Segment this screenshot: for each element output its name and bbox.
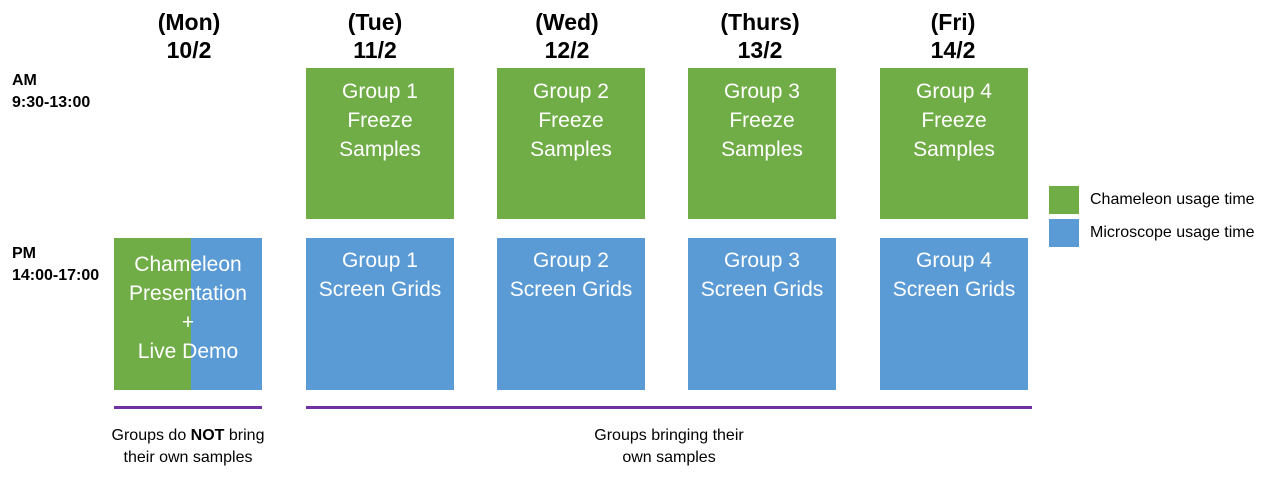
chameleon-portion <box>114 238 191 390</box>
day-header-fri: (Fri) 14/2 <box>873 8 1033 64</box>
session-group: Group 2 <box>533 80 609 103</box>
day-name: (Thurs) <box>720 9 800 35</box>
slot-name: PM <box>12 245 36 262</box>
session-line: Samples <box>721 138 803 161</box>
legend-label-microscope: Microscope usage time <box>1090 224 1255 241</box>
bracket-no-samples <box>114 406 262 409</box>
session-group: Group 1 <box>342 249 418 272</box>
note-emphasis: NOT <box>190 427 225 444</box>
note-line-2: own samples <box>622 449 716 466</box>
day-date: 14/2 <box>930 37 976 63</box>
microscope-portion <box>191 238 262 390</box>
day-date: 10/2 <box>166 37 212 63</box>
slot-label-am: AM 9:30-13:00 <box>12 70 90 114</box>
day-header-thurs: (Thurs) 13/2 <box>680 8 840 64</box>
session-group: Group 3 <box>724 80 800 103</box>
day-date: 12/2 <box>544 37 590 63</box>
note-no-samples: Groups do NOT bring their own samples <box>88 425 288 469</box>
legend-swatch-chameleon <box>1049 186 1079 214</box>
session-line: + <box>181 311 195 334</box>
session-line: Screen Grids <box>509 278 633 301</box>
session-line: Live Demo <box>137 340 239 363</box>
session-line: Screen Grids <box>700 278 824 301</box>
day-name: (Mon) <box>157 9 221 35</box>
session-line: Screen Grids <box>318 278 442 301</box>
note-line-1: Groups do NOT bring <box>88 425 288 447</box>
slot-label-pm: PM 14:00-17:00 <box>12 243 99 287</box>
session-group: Group 2 <box>533 249 609 272</box>
session-group: Group 1 <box>342 80 418 103</box>
session-line: Samples <box>530 138 612 161</box>
am-session-wed: Group 2 Freeze Samples <box>497 68 645 219</box>
session-group: Group 3 <box>724 249 800 272</box>
session-line: Chameleon <box>134 253 242 276</box>
pm-session-tue: Group 1 Screen Grids <box>306 238 454 390</box>
bracket-own-samples <box>306 406 1032 409</box>
day-date: 11/2 <box>353 37 397 63</box>
pm-session-thurs: Group 3 Screen Grids <box>688 238 836 390</box>
am-session-tue: Group 1 Freeze Samples <box>306 68 454 219</box>
session-line: Presentation <box>129 282 247 305</box>
session-line: Freeze <box>729 109 795 132</box>
day-header-wed: (Wed) 12/2 <box>487 8 647 64</box>
session-group: Group 4 <box>916 249 992 272</box>
note-line-2: their own samples <box>123 449 253 466</box>
day-header-mon: (Mon) 10/2 <box>109 8 269 64</box>
am-session-fri: Group 4 Freeze Samples <box>880 68 1028 219</box>
note-line-1: Groups bringing their <box>594 427 744 444</box>
monday-pm-text: Chameleon Presentation + Live Demo <box>114 238 262 366</box>
session-group: Group 4 <box>916 80 992 103</box>
slot-time: 14:00-17:00 <box>12 267 100 284</box>
am-session-thurs: Group 3 Freeze Samples <box>688 68 836 219</box>
day-date: 13/2 <box>737 37 783 63</box>
session-line: Screen Grids <box>892 278 1016 301</box>
day-header-tue: (Tue) 11/2 <box>295 8 455 64</box>
pm-session-fri: Group 4 Screen Grids <box>880 238 1028 390</box>
day-name: (Tue) <box>347 9 403 35</box>
pm-session-wed: Group 2 Screen Grids <box>497 238 645 390</box>
session-line: Freeze <box>921 109 987 132</box>
note-own-samples: Groups bringing their own samples <box>569 425 769 469</box>
monday-pm-session: Chameleon Presentation + Live Demo <box>114 238 262 390</box>
session-line: Freeze <box>347 109 413 132</box>
legend-swatch-microscope <box>1049 219 1079 247</box>
session-line: Samples <box>339 138 421 161</box>
session-line: Freeze <box>538 109 604 132</box>
session-line: Samples <box>913 138 995 161</box>
legend-label-chameleon: Chameleon usage time <box>1090 191 1255 208</box>
day-name: (Wed) <box>535 9 599 35</box>
slot-name: AM <box>12 72 37 89</box>
day-name: (Fri) <box>930 9 976 35</box>
note-prefix: Groups do <box>111 427 191 444</box>
note-suffix: bring <box>224 427 265 444</box>
slot-time: 9:30-13:00 <box>12 94 91 111</box>
